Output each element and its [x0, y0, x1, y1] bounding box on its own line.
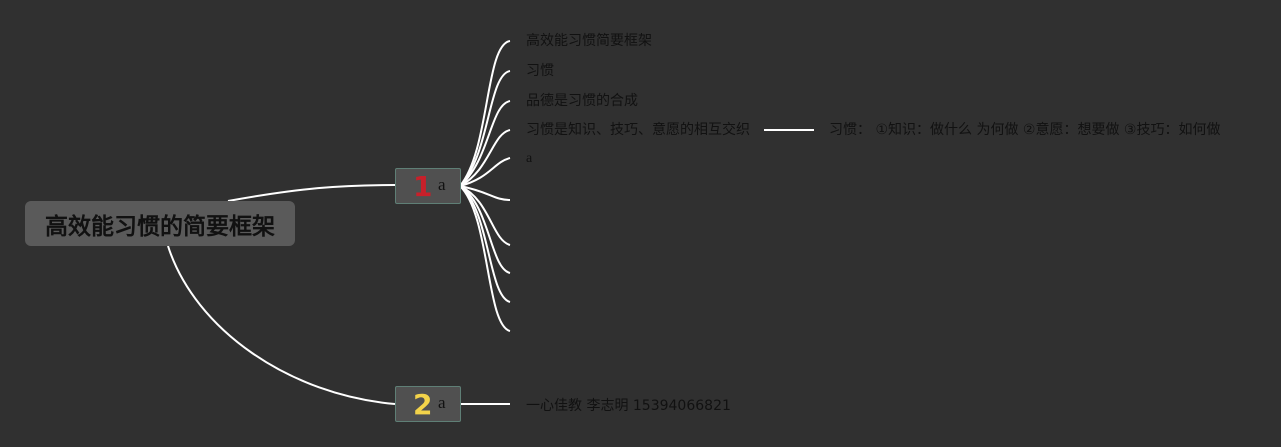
- connector-branch-1-child-1: [459, 40, 511, 187]
- subtopic-2-1[interactable]: 一心佳教 李志明 15394066821: [526, 398, 731, 414]
- branch-topic-1-label: a: [438, 175, 446, 194]
- subtopic-1-5[interactable]: a: [526, 151, 533, 166]
- connector-branch-1-child-3: [459, 100, 511, 187]
- marker-1-icon: 1: [413, 170, 433, 203]
- connector-root-to-branch-2: [167, 245, 396, 405]
- root-topic-title: 高效能习惯的简要框架: [45, 213, 275, 240]
- connector-branch-1-child-8: [459, 185, 511, 274]
- branch-topic-2[interactable]: 2 a: [395, 386, 461, 422]
- connector-branch-1-child-5: [459, 157, 511, 187]
- root-topic[interactable]: 高效能习惯的简要框架: [25, 201, 295, 246]
- subtopic-1-3[interactable]: 品德是习惯的合成: [526, 93, 638, 109]
- subtopic-1-2[interactable]: 习惯: [526, 63, 554, 79]
- branch-topic-1[interactable]: 1 a: [395, 168, 461, 204]
- marker-2-icon: 2: [413, 388, 433, 421]
- connector-branch-1-child-7: [459, 185, 511, 246]
- subtopic-1-4-detail[interactable]: 习惯： ①知识：做什么 为何做 ②意愿：想要做 ③技巧：如何做: [829, 122, 1221, 138]
- subtopic-1-1[interactable]: 高效能习惯简要框架: [526, 33, 652, 49]
- connector-branch-1-child-4: [459, 129, 511, 187]
- connector-root-to-branch-1: [227, 184, 396, 202]
- connector-branch-1-child-10: [459, 185, 511, 332]
- branch-topic-2-label: a: [438, 393, 446, 412]
- connector-branch-1-child-9: [459, 185, 511, 303]
- connector-branch-1-child-2: [459, 70, 511, 187]
- subtopic-1-4[interactable]: 习惯是知识、技巧、意愿的相互交织: [526, 122, 750, 138]
- connector-branch-1-child-6: [459, 185, 511, 201]
